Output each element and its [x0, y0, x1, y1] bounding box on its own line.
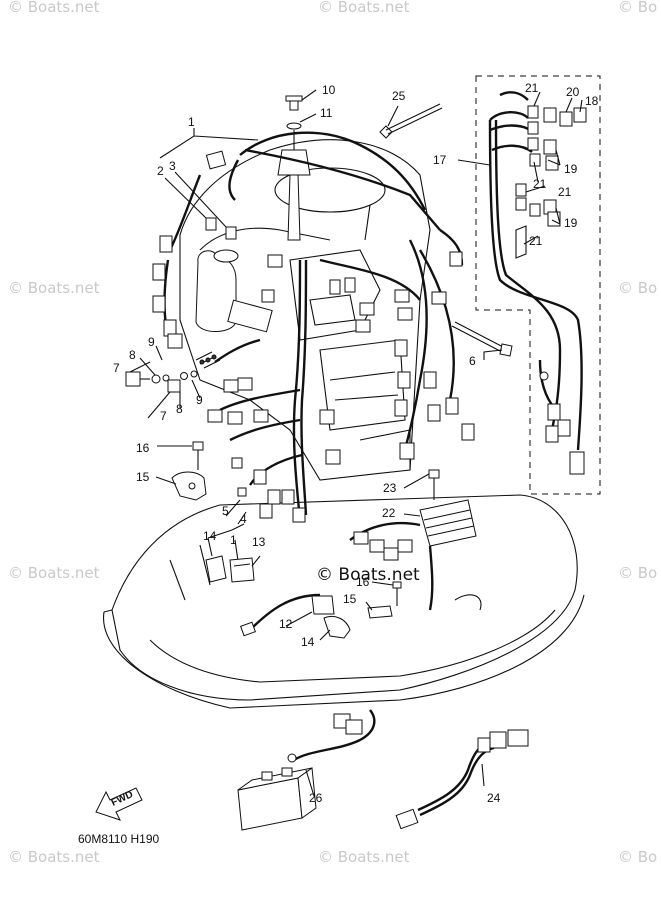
callout-14: 14: [203, 529, 217, 543]
callout-8: 8: [176, 402, 183, 416]
watermark: © Bo: [618, 0, 657, 16]
callout-12: 12: [279, 617, 293, 631]
fwd-arrow-icon: FWD: [95, 787, 143, 821]
callout-6: 6: [469, 354, 476, 368]
callout-21: 21: [525, 81, 539, 95]
watermark: © Boats.net: [8, 279, 100, 297]
callout-16: 16: [136, 441, 150, 455]
watermarks: © Boats.net © Boats.net © Bo © Boats.net…: [8, 0, 657, 866]
callout-3: 3: [169, 159, 176, 173]
watermark: © Bo: [618, 279, 657, 297]
lower-center-items: [240, 581, 402, 639]
watermark: © Boats.net: [318, 848, 410, 866]
callout-19: 19: [564, 162, 578, 176]
engine-powerhead: [179, 95, 431, 481]
callout-8: 8: [129, 348, 136, 362]
callout-19: 19: [564, 216, 578, 230]
callout-10: 10: [322, 83, 336, 97]
callout-16: 16: [356, 575, 370, 589]
callout-11: 11: [320, 106, 333, 120]
callout-26: 26: [309, 791, 323, 805]
callout-5: 5: [222, 504, 229, 518]
cable-tie-6: [451, 321, 513, 357]
callout-1: 1: [188, 115, 195, 129]
callout-15: 15: [343, 592, 357, 606]
callout-7: 7: [160, 409, 167, 423]
callout-9: 9: [148, 335, 155, 349]
callout-25: 25: [392, 89, 406, 103]
callout-21: 21: [533, 177, 547, 191]
watermark: © Boats.net: [8, 0, 100, 16]
drawing-code: 60M8110 H190: [78, 832, 159, 846]
sub-harness-17: [475, 75, 601, 495]
cable-tie-25: [379, 103, 443, 139]
watermark: © Bo: [618, 564, 657, 582]
callout-2: 2: [157, 164, 164, 178]
callout-13: 13: [252, 535, 266, 549]
callout-20: 20: [566, 85, 580, 99]
copyright-stamp: © Boats.net: [316, 565, 420, 585]
battery-cable-26: [237, 709, 376, 831]
callout-18: 18: [585, 94, 599, 108]
watermark: © Boats.net: [318, 0, 410, 16]
callout-7: 7: [113, 361, 120, 375]
ground-bolts: [125, 351, 221, 393]
callout-21: 21: [558, 185, 572, 199]
leader-lines: [129, 89, 583, 797]
grommets-lower-left: [205, 555, 255, 583]
callout-22: 22: [382, 506, 396, 520]
extension-harness-24: [395, 729, 529, 830]
callout-23: 23: [383, 481, 397, 495]
callout-17: 17: [433, 153, 447, 167]
callout-21: 21: [529, 234, 543, 248]
bottom-cowling: [103, 494, 585, 709]
callout-14: 14: [301, 635, 315, 649]
callout-4: 4: [240, 512, 247, 526]
mount-bracket-left: [171, 441, 207, 501]
callout-24: 24: [487, 791, 501, 805]
watermark: © Boats.net: [8, 564, 100, 582]
callout-labels: 1 2 3 10 11 25 8 9 7 7 8 9 16 15 5 4 1 1…: [113, 81, 599, 805]
callout-1: 1: [230, 533, 237, 547]
callout-15: 15: [136, 470, 150, 484]
watermark: © Bo: [618, 848, 657, 866]
watermark: © Boats.net: [8, 848, 100, 866]
rectifier-regulator: [349, 469, 477, 611]
callout-9: 9: [196, 393, 203, 407]
harness-connectors: [152, 150, 475, 523]
